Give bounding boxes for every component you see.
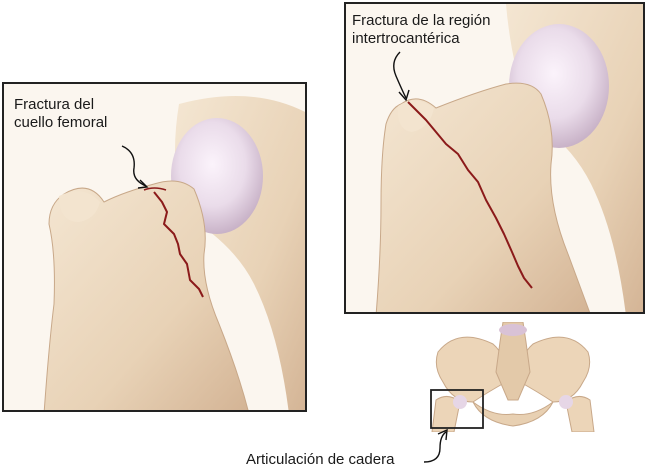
neck-fracture-label-line1: Fractura del [14,96,107,114]
intertrochanteric-label-line1: Fractura de la región [352,12,490,30]
left-iliac-wing [436,337,506,402]
vertebral-disc [499,324,527,336]
leader-arrow [122,146,146,186]
pubic-bone [473,402,553,426]
hip-joint-label: Articulación de cadera [246,451,394,468]
neck-fracture-label: Fractura del cuello femoral [14,96,107,132]
hip-joint-arrow [424,432,446,462]
femoral-neck-illustration [4,84,307,412]
leader-arrow [394,52,406,98]
right-iliac-wing [520,337,590,402]
intertrochanteric-illustration [346,4,645,314]
intertrochanteric-fracture-panel: Fractura de la región intertrocantérica [344,2,645,314]
pelvis-overview [418,322,608,432]
neck-fracture-label-line2: cuello femoral [14,114,107,132]
intertrochanteric-label-line2: intertrocantérica [352,30,490,48]
femoral-neck-fracture-panel: Fractura del cuello femoral [2,82,307,412]
right-femoral-head [559,395,573,409]
intertrochanteric-fracture-label: Fractura de la región intertrocantérica [352,12,490,48]
pelvis-illustration [418,322,608,432]
left-femoral-head [453,395,467,409]
